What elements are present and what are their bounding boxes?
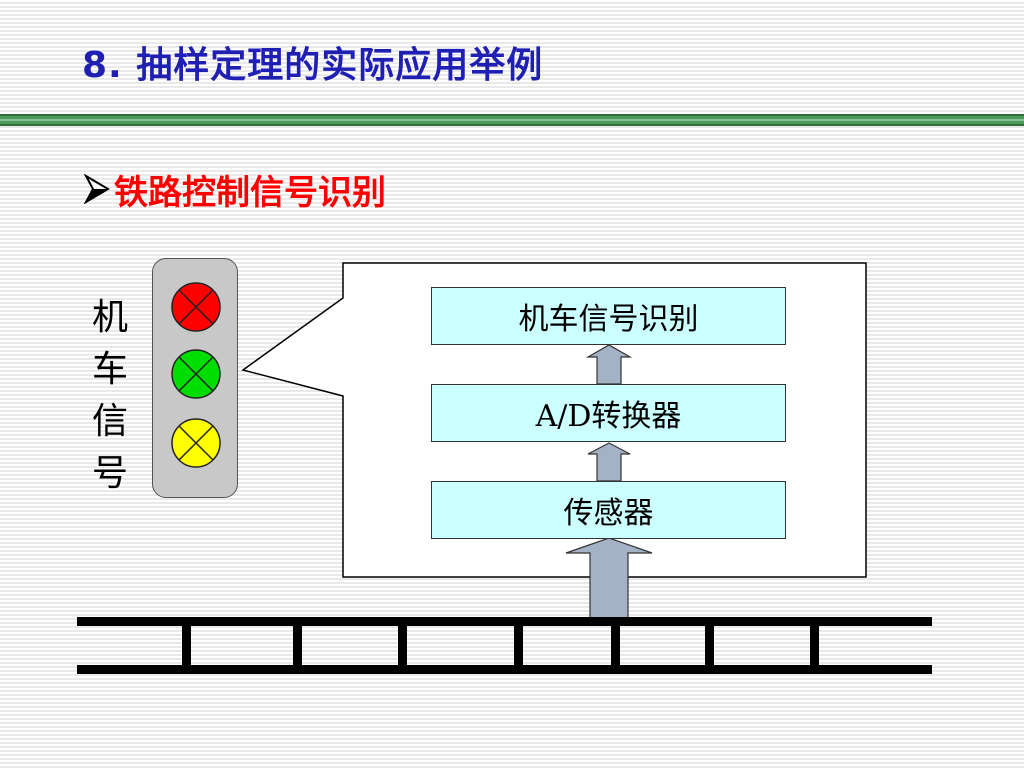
track-sleeper: [611, 617, 620, 674]
sensor-block: 传感器: [431, 481, 786, 539]
bullet-text: 铁路控制信号识别: [114, 173, 386, 213]
signal-label-char: 号: [91, 453, 128, 494]
track-sleeper: [293, 617, 302, 674]
bullet-item: 铁路控制信号识别: [84, 165, 386, 214]
signal-label: 机 车 信 号: [88, 292, 132, 500]
track-rail-top: [77, 617, 932, 626]
ad-converter-block: A/D转换器: [431, 384, 786, 442]
signal-label-char: 机: [91, 297, 128, 338]
red-lamp-icon: [171, 282, 221, 332]
signal-recognition-block: 机车信号识别: [431, 287, 786, 345]
signal-label-char: 车: [91, 349, 128, 390]
track-sleeper: [514, 617, 523, 674]
track-sleeper: [810, 617, 819, 674]
track-rail-bottom: [77, 665, 932, 674]
yellow-lamp-icon: [171, 418, 221, 468]
track-sleeper: [705, 617, 714, 674]
slide-title: 8. 抽样定理的实际应用举例: [82, 45, 544, 86]
green-lamp-icon: [171, 349, 221, 399]
title-divider: [0, 114, 1024, 126]
traffic-signal: [152, 258, 238, 498]
track-sleeper: [398, 617, 407, 674]
track-sleeper: [182, 617, 191, 674]
signal-label-char: 信: [91, 401, 128, 442]
